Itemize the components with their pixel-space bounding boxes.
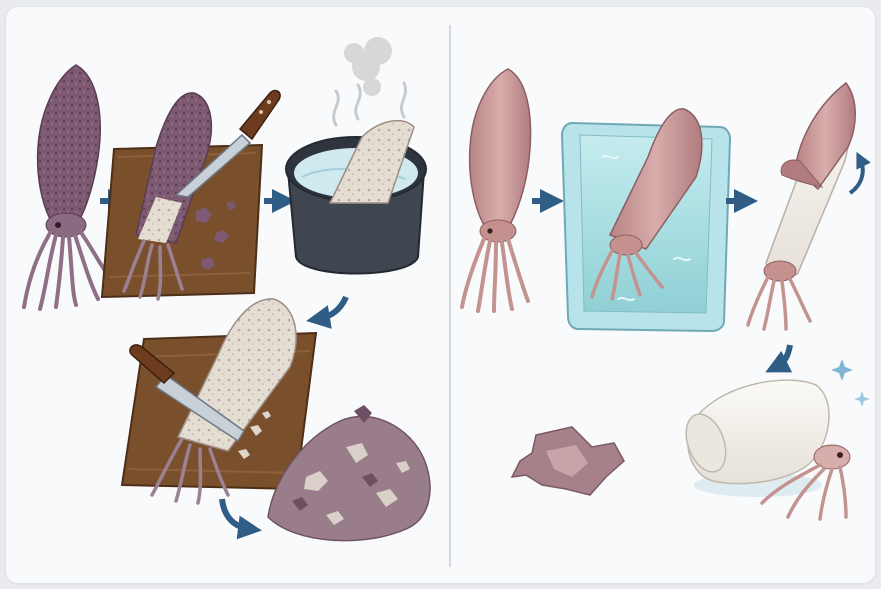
whole-squid-icon (24, 65, 114, 309)
arrow-icon (318, 297, 346, 319)
whole-squid-pink-icon (462, 69, 531, 311)
squid-cleaning-illustration (6, 7, 875, 583)
boiling-pot-icon (286, 37, 426, 274)
cutting-board-scraping-icon (102, 91, 280, 299)
left-panel (24, 37, 430, 541)
peeled-skin-icon (512, 427, 624, 495)
arrow-icon (776, 345, 790, 367)
right-panel (462, 69, 870, 519)
cleaned-squid-tube-icon (679, 359, 870, 519)
soaking-container-icon (562, 109, 730, 331)
peeling-squid-icon (748, 83, 863, 329)
illustration-card (6, 7, 875, 583)
arrow-icon (222, 499, 250, 529)
